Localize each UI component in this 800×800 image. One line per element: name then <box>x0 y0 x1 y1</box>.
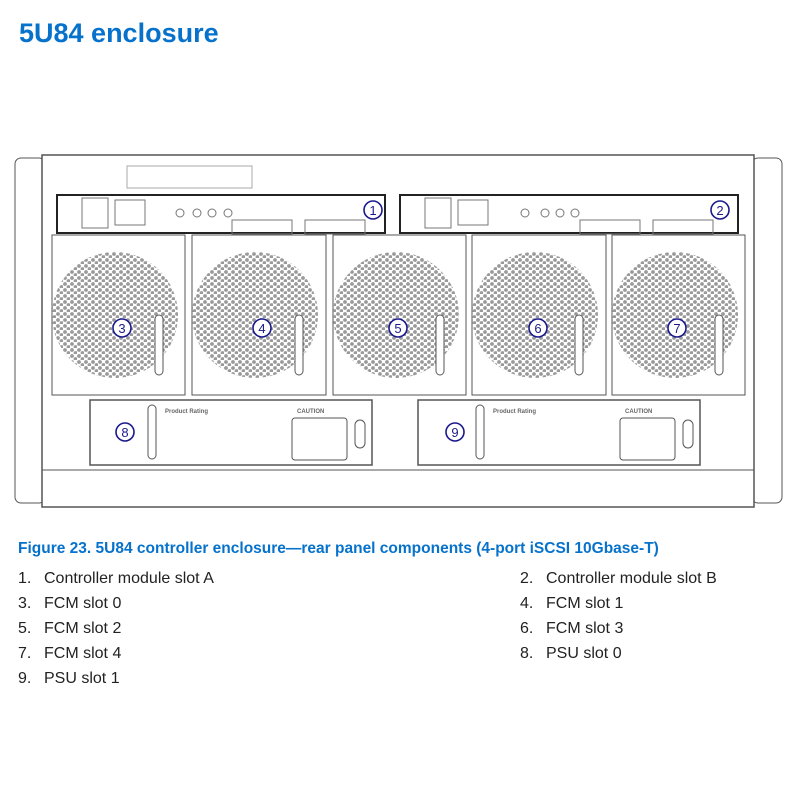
psu-slot-1 <box>417 399 701 466</box>
controller-b <box>399 194 739 234</box>
left-rack-ear <box>14 157 46 504</box>
psu-0-caution-label: CAUTION <box>297 409 324 415</box>
callout-7: 7 <box>673 321 680 336</box>
right-rack-ear <box>751 157 783 504</box>
controller-a <box>56 194 386 234</box>
callout-8: 8 <box>121 425 128 440</box>
callout-9: 9 <box>451 425 458 440</box>
figure-caption: Figure 23. 5U84 controller enclosure—rea… <box>18 540 659 557</box>
callout-2: 2 <box>716 203 723 218</box>
page-title: 5U84 enclosure <box>19 18 219 48</box>
callout-4: 4 <box>258 321 265 336</box>
psu-0-rating-label: Product Rating <box>165 409 208 415</box>
psu-slot-0 <box>89 399 373 466</box>
enclosure-rear-panel-diagram: Product Rating CAUTION Product Rating CA… <box>14 154 783 508</box>
callout-6: 6 <box>534 321 541 336</box>
psu-1-rating-label: Product Rating <box>493 409 536 415</box>
callout-3: 3 <box>118 321 125 336</box>
callout-5: 5 <box>394 321 401 336</box>
psu-1-caution-label: CAUTION <box>625 409 652 415</box>
callout-1: 1 <box>369 203 376 218</box>
